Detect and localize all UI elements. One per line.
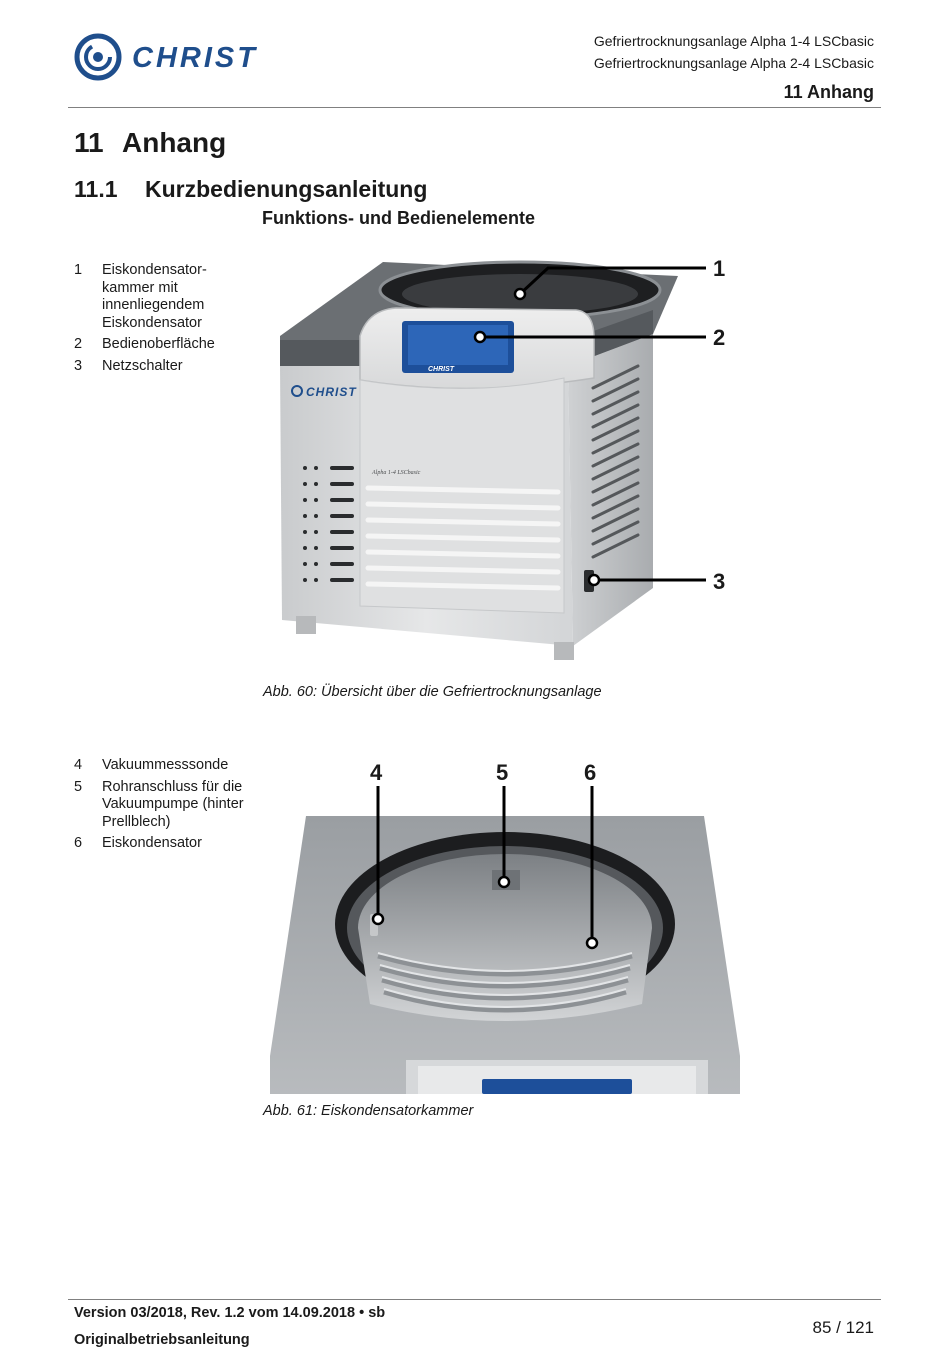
legend-text: Eiskondensator-kammer mit innenliegendem… [102, 262, 207, 331]
legend-text: Vakuummesssonde [102, 757, 229, 773]
legend-number: 1 [74, 262, 83, 278]
footer-version: Version 03/2018, Rev. 1.2 vom 14.09.2018… [74, 1305, 386, 1321]
callout-number: 2 [713, 325, 725, 350]
callout-number: 5 [496, 760, 508, 785]
control-panel-logo: CHRIST [428, 366, 455, 373]
legend-number: 5 [74, 778, 83, 795]
legend-item: 5 Rohranschluss für die Vakuumpumpe (hint… [74, 779, 254, 832]
header-product-line-1: Gefriertrocknungsanlage Alpha 1-4 LSCbas… [593, 33, 874, 49]
legend-number: 2 [74, 336, 83, 352]
legend-item: 4 Vakuummesssonde [74, 757, 254, 775]
callout-4: 4 [370, 760, 385, 926]
section-number: 11 [74, 127, 104, 158]
device-side-panel [568, 334, 653, 646]
device-foot [296, 616, 316, 634]
legend-text: Rohranschluss für die Vakuumpumpe (hinte… [102, 778, 244, 830]
callout-number: 1 [713, 256, 725, 281]
legend-text: Bedienoberfläche [102, 336, 215, 352]
figure2-legend: 4 Vakuummesssonde 5 Rohranschluss für die … [74, 757, 254, 857]
legend-item: 3 Netzschalter [74, 358, 254, 376]
callout-1: 1 [513, 256, 725, 301]
ice-condenser-chamber-figure: 4 5 6 [270, 760, 740, 1094]
device-model-label: Alpha 1-4 LSCbasic [371, 469, 421, 476]
header-chapter: 11 Anhang [783, 82, 874, 102]
device-logo-mark [291, 385, 303, 397]
subsection-number: 11.1 [74, 176, 118, 202]
front-vent-slots [303, 466, 354, 582]
ice-condenser-coils [377, 953, 633, 1013]
figure2-caption: Abb. 61: Eiskondensatorkammer [263, 1103, 474, 1119]
legend-item: 2 Bedienoberfläche [74, 336, 254, 354]
legend-number: 4 [74, 757, 83, 773]
header-divider [68, 107, 881, 108]
ice-condenser-coil-highlights [377, 952, 633, 1008]
section-heading: 11 Anhang [74, 127, 226, 159]
device-front-logo: CHRIST [306, 385, 357, 399]
christ-logo-text: CHRIST [132, 42, 258, 74]
device-foot [554, 642, 574, 660]
callout-5: 5 [496, 760, 511, 889]
freeze-dryer-overview-figure: CHRIST CHRIST Alpha 1-4 LSCbasic [280, 256, 725, 660]
footer-divider [68, 1299, 881, 1300]
figure1-caption: Abb. 60: Übersicht über die Gefriertrock… [263, 684, 602, 700]
figure1-legend: 1 Eiskondensator-kammer mit innenliegende… [74, 262, 254, 379]
header-product-line-2: Gefriertrocknungsanlage Alpha 2-4 LSCbas… [593, 55, 874, 71]
christ-logo-mark [74, 33, 122, 81]
front-door-ribs [365, 485, 561, 591]
control-panel-screen [408, 325, 508, 365]
callout-6: 6 [584, 760, 599, 950]
section-title: Anhang [122, 127, 227, 158]
callout-number: 6 [584, 760, 596, 785]
subsection-title: Kurzbedienungsanleitung [145, 176, 428, 202]
callout-2: 2 [473, 325, 725, 350]
footer-document-type: Originalbetriebsanleitung [74, 1332, 250, 1348]
legend-number: 6 [74, 835, 83, 851]
page-number: 85 / 121 [812, 1318, 874, 1337]
legend-text: Netzschalter [102, 357, 183, 374]
christ-logo: CHRIST [74, 33, 258, 81]
legend-item: 6 Eiskondensator [74, 835, 254, 853]
callout-3: 3 [587, 569, 725, 594]
device-front-door [359, 377, 565, 614]
legend-item: 1 Eiskondensator-kammer mit innenliegende… [74, 262, 254, 332]
legend-number: 3 [74, 357, 83, 374]
side-vent-slots [591, 364, 640, 559]
callout-number: 3 [713, 569, 725, 594]
control-panel-display-edge [482, 1079, 632, 1094]
subsection-heading: 11.1 Kurzbedienungsanleitung [74, 176, 427, 203]
legend-text: Eiskondensator [102, 835, 202, 851]
callout-number: 4 [370, 760, 383, 785]
subheading: Funktions- und Bedienelemente [262, 208, 536, 228]
